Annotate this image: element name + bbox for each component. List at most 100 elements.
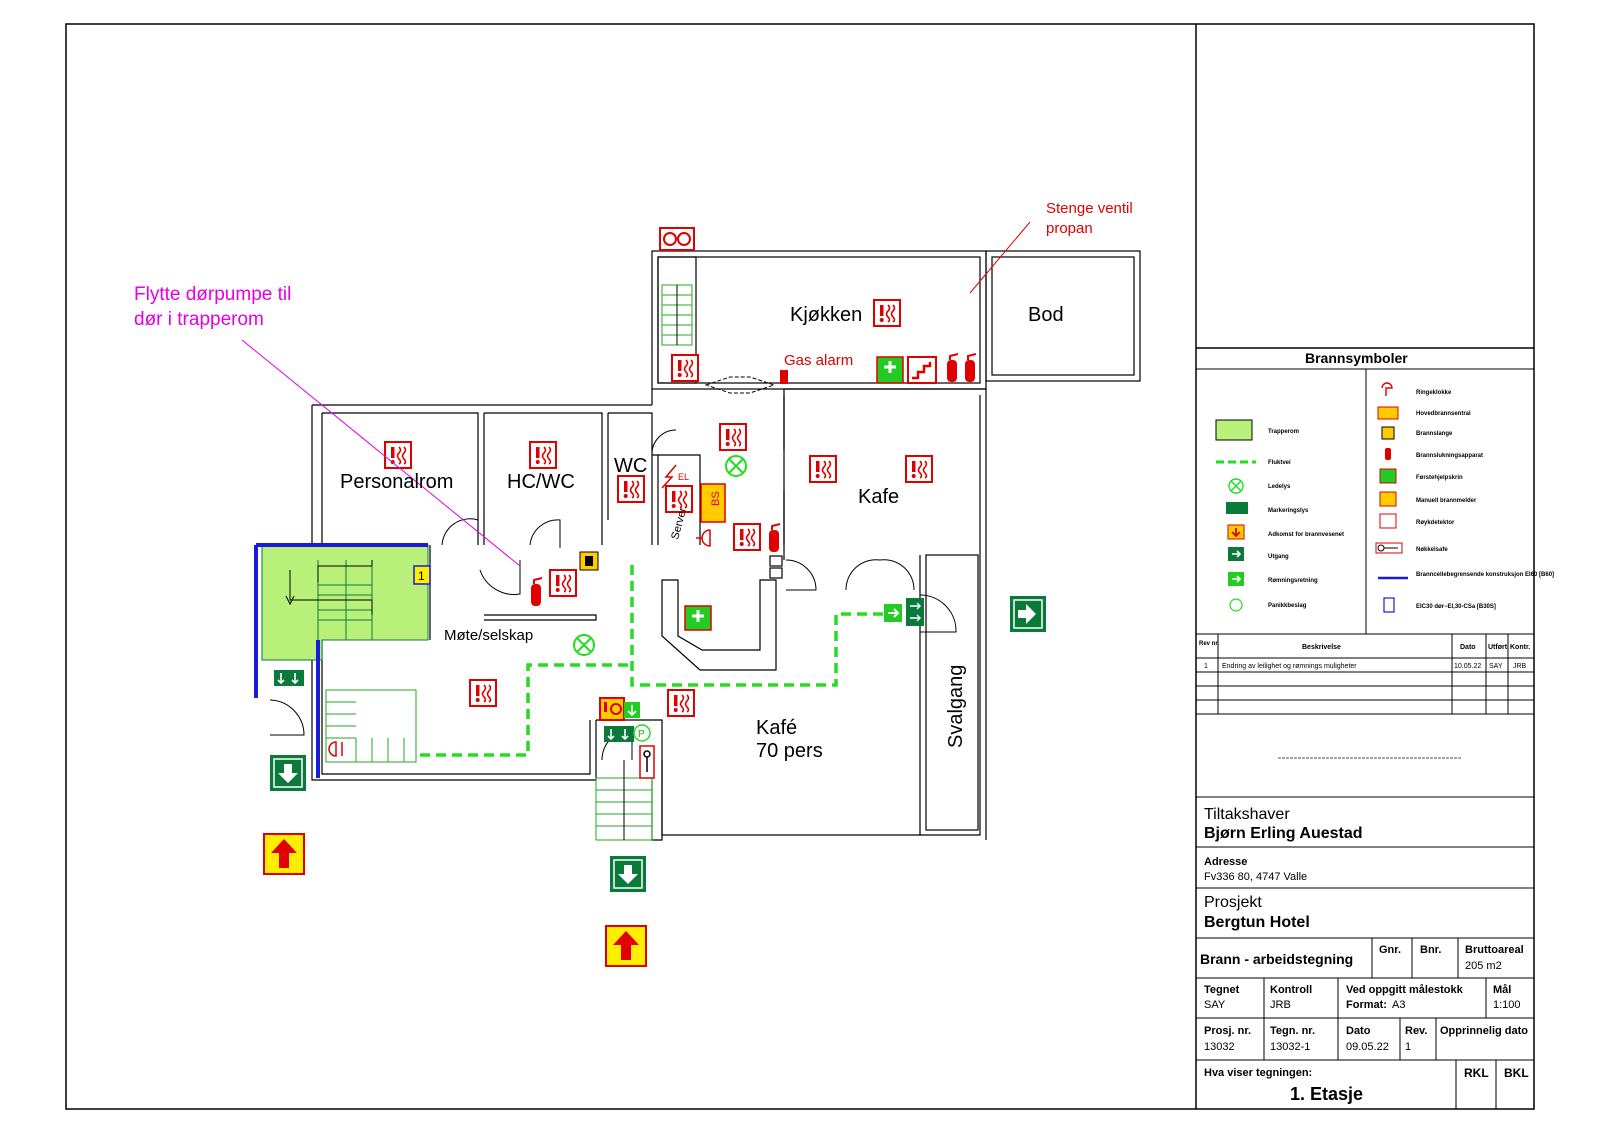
smoke-detector-icon (384, 441, 412, 469)
legend-romningsretning-icon (1228, 572, 1244, 586)
smoke-detector-icon (617, 475, 645, 503)
floor-plan (311, 250, 1141, 841)
legend-label: EIC30 dør−EI,30-CSa [B30S] (1416, 604, 1496, 610)
rev-cell: SAY (1489, 663, 1503, 670)
legend-label: Trapperom (1268, 429, 1299, 435)
fire-hose-icon (907, 356, 937, 384)
room-svalgang: Svalgang (945, 665, 967, 748)
rev-label: Rev. (1405, 1025, 1427, 1037)
fire-hose-icon (579, 551, 599, 571)
exit-sign-icon (1010, 596, 1046, 632)
fire-extinguisher-icon (768, 523, 781, 553)
prosj-nr-label: Prosj. nr. (1204, 1025, 1251, 1037)
bs-label: BS (710, 491, 722, 506)
bell-icon (328, 741, 343, 757)
legend-label: Utgang (1268, 554, 1289, 560)
legend-brannslange-icon (1381, 426, 1395, 440)
legend-title: Brannsymboler (1305, 350, 1408, 366)
legend-label: Ringeklokke (1416, 390, 1452, 396)
fire-extinguisher-icon (964, 353, 977, 383)
legend-label: Ledelys (1268, 484, 1291, 490)
marker-light-icon (273, 669, 305, 687)
legend-nokkelsafe-icon (1375, 542, 1403, 554)
rev-header-utfort: Utført (1488, 644, 1508, 651)
legend-eic30-icon (1383, 597, 1395, 613)
first-aid-icon (684, 605, 712, 631)
tiltakshaver-label: Tiltakshaver (1204, 806, 1290, 823)
bkl-label: BKL (1504, 1066, 1529, 1080)
fire-service-access-icon (263, 833, 305, 875)
legend-label: Branncellebegrensende konstruksjon EI60 … (1416, 572, 1554, 578)
legend-utgang-icon (1228, 547, 1244, 561)
panic-bar-icon: P (633, 724, 651, 742)
opprinnelig-label: Opprinnelig dato (1440, 1025, 1528, 1037)
first-aid-icon (876, 356, 904, 384)
gas-alarm-label: Gas alarm (784, 352, 853, 369)
kontroll-value: JRB (1270, 999, 1291, 1011)
legend-roykdetektor-icon (1379, 513, 1397, 529)
valve-note-line1: Stenge ventil (1046, 200, 1133, 217)
room-kafe70-line2: 70 pers (756, 740, 823, 762)
smoke-detector-icon (671, 354, 699, 382)
dato-value: 09.05.22 (1346, 1041, 1389, 1053)
legend-trapperom-icon (1215, 419, 1253, 441)
legend-label: Panikkbeslag (1268, 603, 1307, 609)
lower-left-stair (325, 689, 417, 763)
pump-note-line1: Flytte dørpumpe til (134, 284, 291, 305)
legend-label: Nøkkelsafe (1416, 547, 1448, 553)
legend-manuell-brannmelder-icon (1379, 491, 1397, 507)
fire-extinguisher-icon (946, 353, 959, 383)
valve-note-line2: propan (1046, 220, 1093, 237)
room-mote: Møte/selskap (444, 627, 533, 644)
fire-cell-walls (254, 543, 428, 778)
exit-sign-icon (609, 855, 647, 893)
smoke-detector-icon (905, 455, 933, 483)
legend-frame (1196, 347, 1534, 635)
tegn-nr-label: Tegn. nr. (1270, 1025, 1315, 1037)
emergency-light-icon (725, 455, 747, 477)
entrance-stair (595, 760, 653, 841)
titleblock-grid (1196, 846, 1534, 1109)
rev-cell: 1 (1204, 663, 1208, 670)
drawing-type: Brann - arbeidstegning (1200, 951, 1353, 967)
revision-table-grid (1196, 634, 1534, 798)
legend-brannslukningsapparat-icon (1385, 448, 1391, 460)
electrical-icon: EL (661, 464, 689, 489)
stairwell (261, 544, 429, 661)
fire-service-access-icon (605, 925, 647, 967)
legend-label: Rømningsretning (1268, 578, 1318, 584)
room-hcwc: HC/WC (507, 471, 575, 493)
tiltakshaver-value: Bjørn Erling Auestad (1204, 825, 1363, 842)
smoke-detector-icon (719, 423, 747, 451)
eic30-door-icon: 1 (413, 565, 431, 585)
exit-down-icon (624, 702, 640, 718)
exit-sign-icon (269, 754, 307, 792)
legend-label: Førstehjelpskrin (1416, 475, 1463, 481)
tegnet-label: Tegnet (1204, 984, 1240, 996)
rev-header-dato: Dato (1460, 644, 1476, 651)
room-kafe70-line1: Kafé (756, 717, 797, 739)
pump-note-line2: dør i trapperom (134, 309, 264, 330)
marker-light-icon (906, 598, 924, 626)
escape-direction-icon (884, 604, 902, 622)
main-fire-panel-icon: BS (700, 483, 726, 523)
manual-call-point-icon (599, 697, 625, 721)
adresse-value: Fv336 80, 4747 Valle (1204, 871, 1307, 883)
legend-label: Brannslange (1416, 431, 1453, 437)
legend-label: Brannslukningsapparat (1416, 453, 1483, 459)
brutto-label: Bruttoareal (1465, 944, 1524, 956)
legend-panikkbeslag-icon (1229, 598, 1243, 612)
escape-route (420, 565, 884, 757)
pump-leader-line (241, 339, 521, 567)
smoke-detector-icon (549, 569, 577, 597)
legend-label: Markeringslys (1268, 508, 1309, 514)
panic-letter: P (638, 729, 645, 740)
legend-label: Hovedbrannsentral (1416, 411, 1471, 417)
door-swings (269, 376, 957, 761)
marker-light-icon (603, 725, 635, 743)
prosjekt-value: Bergtun Hotel (1204, 914, 1310, 931)
rev-header-nr: Rev nr. (1199, 641, 1219, 647)
gnr-label: Gnr. (1379, 944, 1401, 956)
room-kjokken: Kjøkken (790, 304, 862, 326)
